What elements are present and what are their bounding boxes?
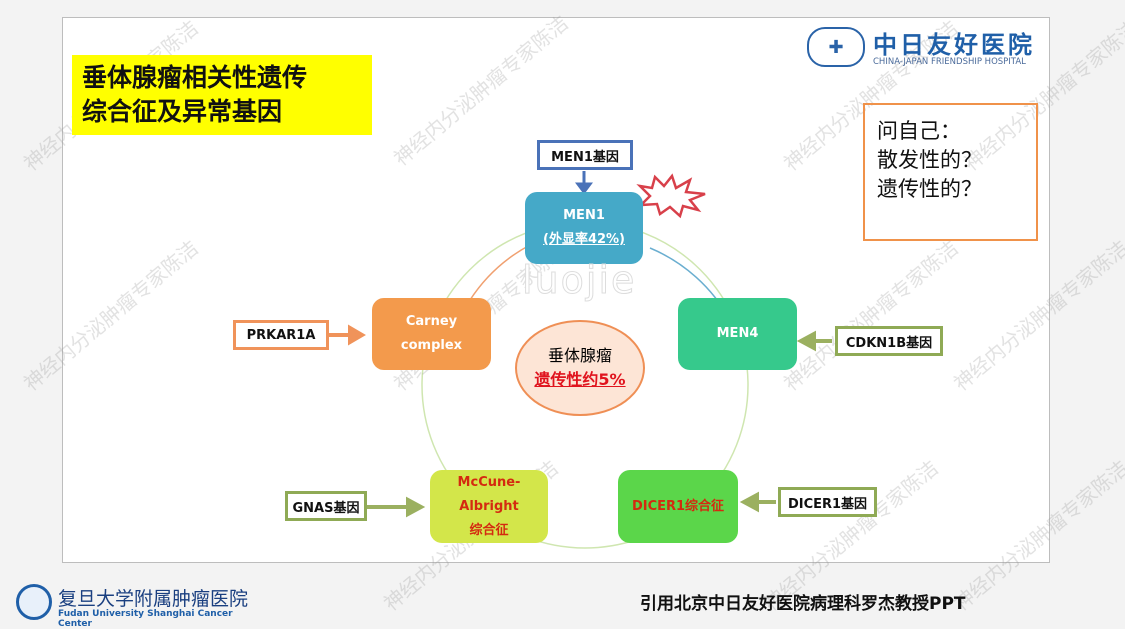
node-men4: MEN4 xyxy=(678,298,797,370)
node-label: McCune-Albright xyxy=(457,474,521,514)
arrow-men1 xyxy=(575,171,593,195)
gene-prkar1a: PRKAR1A xyxy=(233,320,329,350)
node-label: 综合征 xyxy=(469,522,509,538)
node-label: complex xyxy=(400,338,463,353)
arrow-cdkn1b xyxy=(796,330,832,352)
node-men1: MEN1 (外显率42%) xyxy=(525,192,643,264)
fudan-logo: 复旦大学附属肿瘤医院 Fudan University Shanghai Can… xyxy=(12,582,252,629)
center-ellipse: 垂体腺瘤 遗传性约5% xyxy=(515,320,645,416)
question-box: 问自己： 散发性的？ 遗传性的？ xyxy=(863,103,1038,241)
starburst-icon xyxy=(636,173,706,219)
arrow-prkar1a xyxy=(329,324,366,346)
gene-cdkn1b: CDKN1B基因 xyxy=(835,326,943,356)
logo-cn: 中日友好医院 xyxy=(873,30,1035,59)
question-line: 遗传性的？ xyxy=(877,177,982,201)
node-label: MEN1 xyxy=(563,208,605,223)
slide-title: 垂体腺瘤相关性遗传 综合征及异常基因 xyxy=(72,55,372,135)
hospital-seal-icon: ✚ xyxy=(807,27,865,67)
node-label: Carney xyxy=(405,314,458,329)
center-highlight: 遗传性约5% xyxy=(534,370,626,389)
logo-en: CHINA-JAPAN FRIENDSHIP HOSPITAL xyxy=(873,57,1026,67)
arrow-gnas xyxy=(367,496,426,518)
node-detail: (外显率42%) xyxy=(543,232,625,247)
china-japan-hospital-logo: ✚ 中日友好医院 CHINA-JAPAN FRIENDSHIP HOSPITAL xyxy=(805,25,1045,71)
node-carney-complex: Carney complex xyxy=(372,298,491,370)
gene-men1: MEN1基因 xyxy=(537,140,633,170)
center-label: 垂体腺瘤 xyxy=(547,346,612,365)
fudan-logo-en: Fudan University Shanghai Cancer Center xyxy=(58,609,233,629)
node-dicer1-syndrome: DICER1综合征 xyxy=(618,470,738,543)
node-label: MEN4 xyxy=(716,326,759,341)
gene-dicer1: DICER1基因 xyxy=(778,487,877,517)
title-line-2: 综合征及异常基因 xyxy=(82,97,283,126)
luojie-overlay: luojie xyxy=(521,258,637,303)
citation: 引用北京中日友好医院病理科罗杰教授PPT xyxy=(640,594,966,614)
question-line: 问自己： xyxy=(877,119,961,143)
fudan-emblem-icon xyxy=(16,584,52,620)
gene-gnas: GNAS基因 xyxy=(285,491,367,521)
node-label: DICER1综合征 xyxy=(631,498,725,514)
node-mccune-albright: McCune-Albright 综合征 xyxy=(430,470,548,543)
arrow-dicer1 xyxy=(739,491,776,513)
fudan-logo-cn: 复旦大学附属肿瘤医院 xyxy=(58,588,249,610)
title-line-1: 垂体腺瘤相关性遗传 xyxy=(82,63,308,92)
question-line: 散发性的？ xyxy=(877,148,982,172)
